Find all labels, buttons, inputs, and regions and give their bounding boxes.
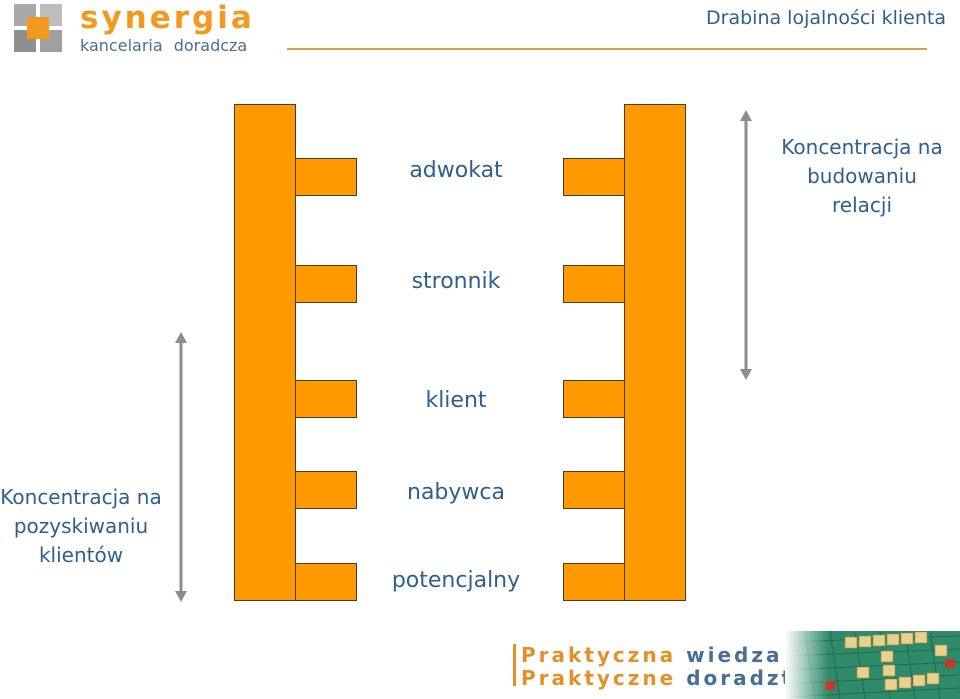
acquisition-range-arrow	[175, 332, 187, 602]
ladder-rung-right	[563, 158, 625, 196]
level-label-supporter: stronnik	[411, 269, 501, 294]
logo-name: synergia	[80, 0, 255, 36]
ladder-rung-right	[563, 380, 625, 418]
ladder-rung-left	[295, 471, 357, 509]
ladder-rung-left	[295, 265, 357, 303]
level-label-buyer: nabywca	[407, 480, 505, 505]
ladder-rung-right	[563, 563, 625, 601]
synergia-logo-icon	[14, 4, 62, 52]
relationship-range-arrow	[740, 110, 752, 380]
level-label-advocate: adwokat	[409, 158, 503, 183]
scrabble-board-image	[785, 631, 960, 699]
ladder-rung-left	[295, 380, 357, 418]
acquisition-focus-caption: Koncentracja na pozyskiwaniu klientów	[0, 485, 162, 567]
level-label-prospect: potencjalny	[391, 568, 521, 593]
page-title: Drabina lojalności klienta	[706, 7, 946, 29]
ladder-rung-left	[295, 158, 357, 196]
relationship-focus-caption: Koncentracja na budowaniu relacji	[781, 135, 943, 217]
ladder-rung-right	[563, 471, 625, 509]
ladder-rail-left	[234, 104, 296, 601]
logo-subtitle: kancelaria doradcza	[80, 36, 248, 55]
level-label-client: klient	[425, 388, 487, 413]
footer-accent-bar	[513, 644, 516, 686]
ladder-rung-left	[295, 563, 357, 601]
footer-line-knowledge: Praktyczna wiedza	[521, 643, 783, 667]
ladder-rail-right	[624, 104, 686, 601]
title-divider	[287, 48, 927, 50]
ladder-rung-right	[563, 265, 625, 303]
